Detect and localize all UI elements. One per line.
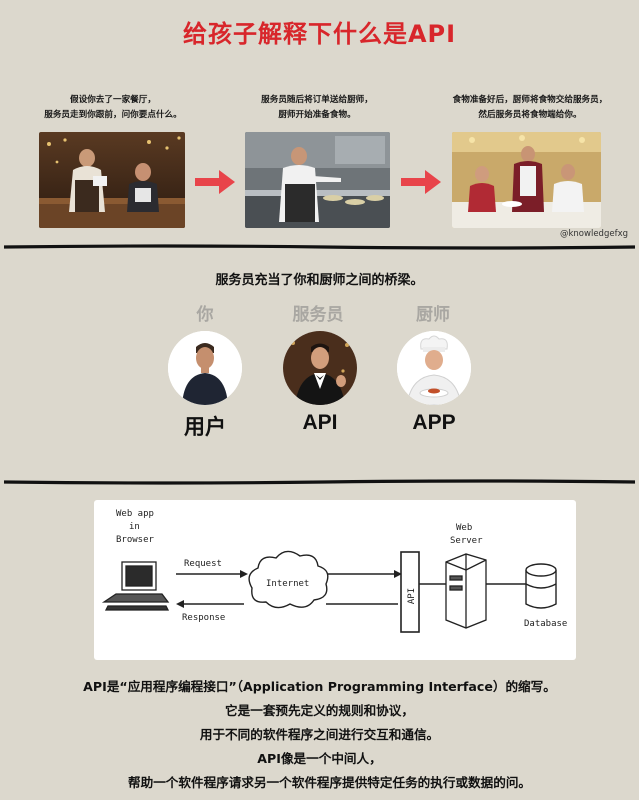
kitchen-chef-photo	[245, 132, 390, 228]
term-api: API	[302, 411, 338, 434]
watermark-handle: @knowledgefxg	[560, 229, 628, 239]
api-label: API	[407, 588, 417, 604]
internet-cloud-icon	[248, 550, 329, 609]
request-arrow-icon	[176, 570, 402, 578]
waiter-avatar	[283, 331, 357, 405]
server-label-line-2: Server	[450, 536, 483, 546]
step-3-caption: 食物准备好后，厨师将食物交给服务员， 然后服务员将食物端给你。	[430, 93, 630, 123]
response-label: Response	[182, 613, 225, 623]
serving-food-photo	[452, 132, 601, 228]
definition-line-2: 它是一套预先定义的规则和协议，	[225, 703, 414, 718]
section-divider	[4, 479, 635, 485]
server-icon	[445, 553, 487, 629]
step-2-caption-line-2: 厨师开始准备食物。	[278, 110, 356, 120]
api-architecture-diagram: Web app in Browser Request Response Inte…	[94, 500, 576, 660]
definition-line-4: API像是一个中间人，	[257, 751, 382, 766]
definition-line-3: 用于不同的软件程序之间进行交互和通信。	[199, 727, 440, 742]
internet-label: Internet	[266, 579, 309, 589]
page-title: 给孩子解释下什么是API	[182, 20, 457, 48]
step-1-caption: 假设你去了一家餐厅， 服务员走到你跟前，问你要点什么。	[28, 93, 198, 123]
user-avatar	[168, 331, 242, 405]
chef-avatar	[397, 331, 471, 405]
client-label-line-3: Browser	[116, 535, 155, 545]
section-divider	[4, 244, 635, 250]
computer-icon	[101, 561, 170, 611]
right-arrow-icon	[401, 170, 441, 194]
api-gateway-box	[400, 551, 420, 633]
response-arrow-icon	[176, 600, 398, 608]
database-label: Database	[524, 619, 567, 629]
role-label-you: 你	[196, 305, 214, 325]
definition-line-1: API是“应用程序编程接口”（Application Programming I…	[83, 679, 556, 694]
term-user: 用户	[184, 416, 226, 439]
bridge-sentence: 服务员充当了你和厨师之间的桥梁。	[215, 273, 424, 288]
definition-line-5: 帮助一个软件程序请求另一个软件程序提供特定任务的执行或数据的问。	[128, 775, 531, 790]
step-2-caption: 服务员随后将订单送给厨师， 厨师开始准备食物。	[232, 93, 402, 123]
right-arrow-icon	[195, 170, 235, 194]
step-3-caption-line-1: 食物准备好后，厨师将食物交给服务员，	[452, 95, 608, 105]
server-label-line-1: Web	[456, 523, 472, 533]
request-label: Request	[184, 559, 222, 569]
role-label-waiter: 服务员	[292, 305, 344, 325]
step-1-caption-line-1: 假设你去了一家餐厅，	[70, 95, 156, 105]
step-1-caption-line-2: 服务员走到你跟前，问你要点什么。	[44, 110, 182, 120]
term-app: APP	[412, 411, 456, 434]
api-definition-text: API是“应用程序编程接口”（Application Programming I…	[0, 675, 639, 795]
restaurant-order-photo	[39, 132, 185, 228]
client-label-line-1: Web app	[116, 509, 154, 519]
role-label-chef: 厨师	[416, 305, 450, 325]
client-label-line-2: in	[129, 522, 140, 532]
step-2-caption-line-1: 服务员随后将订单送给厨师，	[261, 95, 373, 105]
step-3-caption-line-2: 然后服务员将食物端给你。	[478, 110, 582, 120]
database-icon	[525, 563, 557, 609]
